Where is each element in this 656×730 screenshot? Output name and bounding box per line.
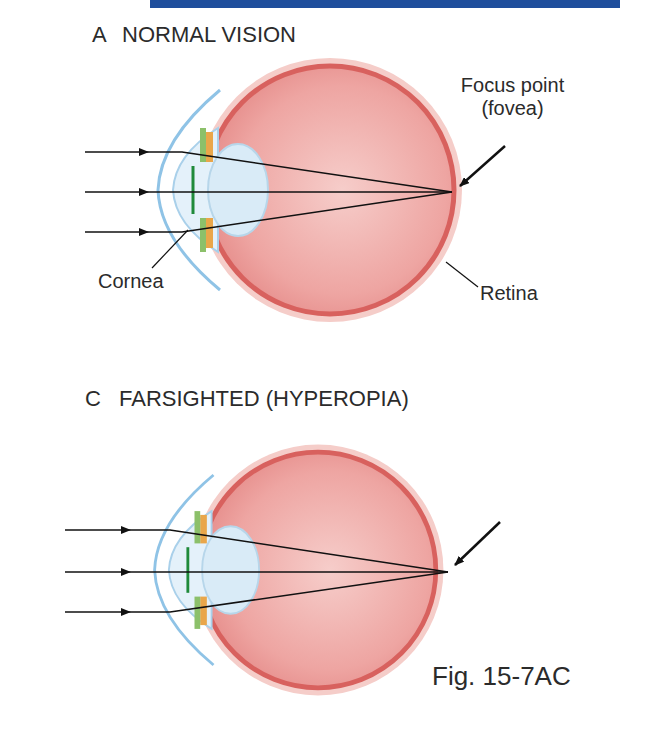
cropped-heading <box>150 0 620 8</box>
label-text: Focus point (fovea) <box>430 74 595 120</box>
label-text: NORMAL VISION <box>122 22 382 47</box>
label-text: Fig. 15-7AC <box>432 662 632 692</box>
label-text: FARSIGHTED (HYPEROPIA) <box>119 386 499 411</box>
label-text: Cornea <box>98 270 198 293</box>
label-text: Retina <box>480 282 580 305</box>
label-text: C <box>85 386 115 411</box>
label-text: A <box>92 22 122 47</box>
